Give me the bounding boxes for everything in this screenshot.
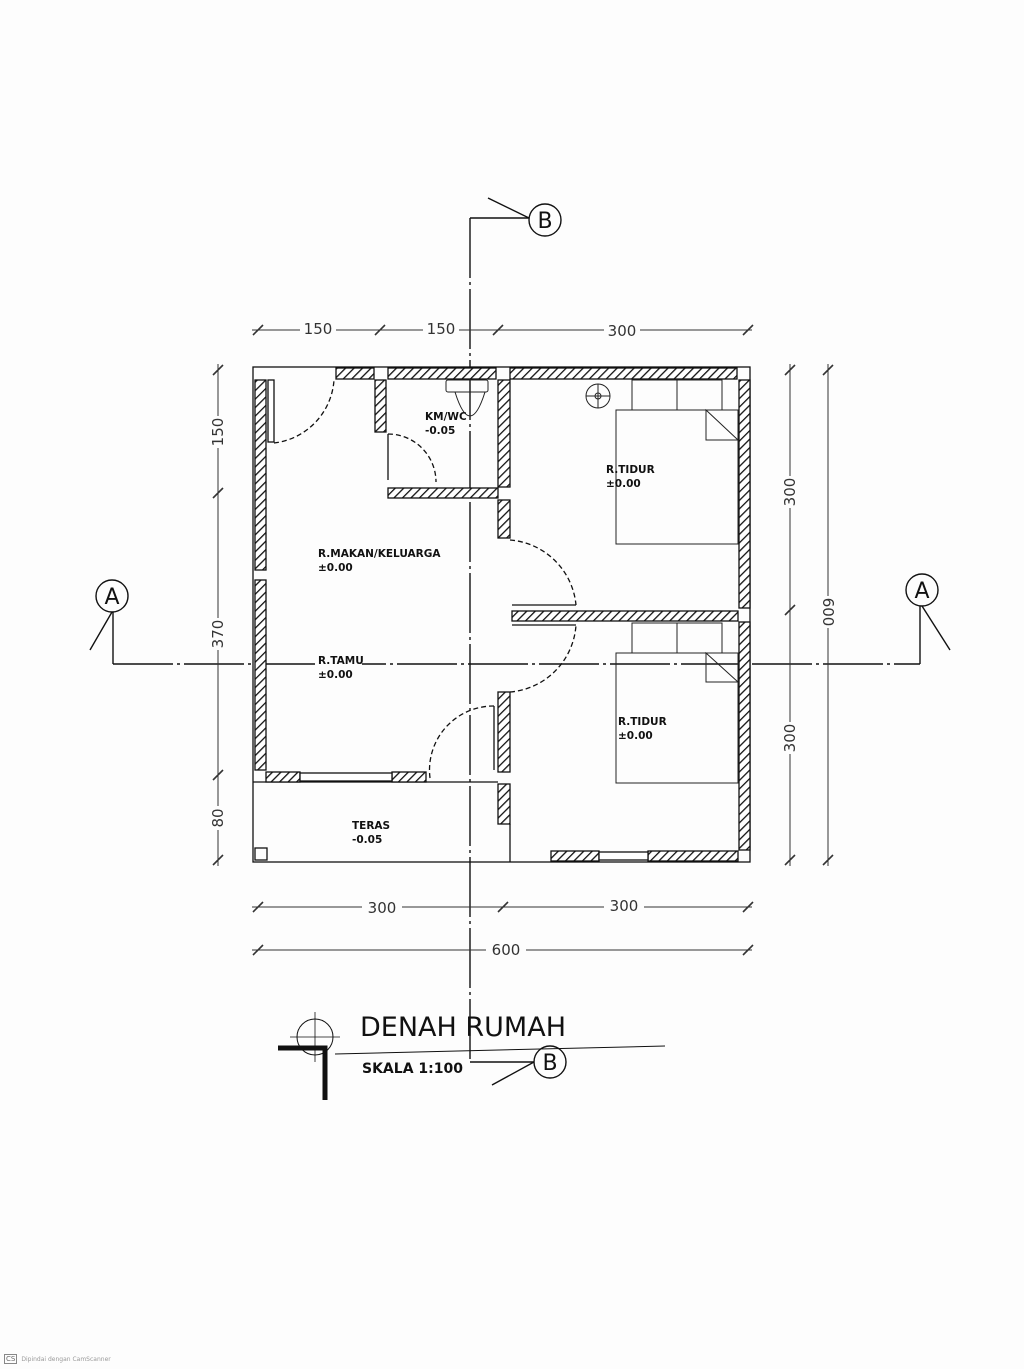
- watermark-text: Dipindai dengan CamScanner: [21, 1355, 111, 1363]
- toilet-tank: [445, 379, 489, 393]
- dim-bottom-1: 300: [368, 899, 397, 917]
- room-tidur2-level: ±0.00: [618, 730, 653, 742]
- toilet-bowl: [454, 391, 486, 417]
- drawing-title: DENAH RUMAH: [360, 1012, 566, 1043]
- section-b-top-label: B: [537, 209, 552, 234]
- section-b-bottom-label: B: [542, 1051, 557, 1076]
- section-line-b: [469, 197, 567, 1086]
- section-a-left-label: A: [104, 585, 119, 610]
- bed-top: [615, 409, 739, 545]
- drawing-scale: SKALA 1:100: [362, 1061, 463, 1077]
- dim-bottom-2: 300: [610, 897, 639, 915]
- doors: [254, 379, 577, 861]
- dim-left-1: 150: [209, 418, 227, 447]
- dim-top-2: 150: [427, 320, 456, 338]
- bed-corner-top: [705, 408, 740, 441]
- title-block: [278, 1012, 666, 1100]
- room-makan-name: R.MAKAN/KELUARGA: [318, 548, 441, 560]
- bed-corner-bottom: [705, 651, 740, 683]
- camscanner-logo: CS: [4, 1354, 18, 1364]
- room-tamu-name: R.TAMU: [318, 655, 364, 667]
- dim-top-3: 300: [608, 322, 637, 340]
- room-kmwc-name: KM/WC: [425, 411, 467, 423]
- room-teras-level: -0.05: [352, 834, 382, 846]
- room-makan-level: ±0.00: [318, 562, 353, 574]
- room-kmwc-level: -0.05: [425, 425, 455, 437]
- scanner-watermark: CS Dipindai dengan CamScanner: [4, 1354, 111, 1364]
- room-tidur1-level: ±0.00: [606, 478, 641, 490]
- dim-left-2: 370: [209, 620, 227, 649]
- room-tamu-level: ±0.00: [318, 669, 353, 681]
- furniture: [445, 379, 740, 784]
- room-teras-name: TERAS: [352, 820, 390, 832]
- section-b-top-marker: [528, 203, 562, 237]
- room-labels: KM/WC -0.05 R.TIDUR ±0.00 R.MAKAN/KELUAR…: [316, 411, 667, 846]
- section-line-a: [89, 573, 951, 665]
- room-tidur1-name: R.TIDUR: [606, 464, 655, 476]
- dim-left-3: 80: [209, 808, 227, 827]
- room-tidur2-name: R.TIDUR: [618, 716, 667, 728]
- dim-top-1: 150: [304, 320, 333, 338]
- dim-right-1: 300: [781, 478, 799, 507]
- section-a-right-label: A: [914, 579, 929, 604]
- dim-right-total: 600: [819, 598, 837, 627]
- dimension-labels: 150 150 300 300 300 600 150 370 80 300 3…: [209, 320, 837, 959]
- walls: [252, 366, 751, 863]
- dim-right-2: 300: [781, 724, 799, 753]
- dim-bottom-total: 600: [492, 941, 521, 959]
